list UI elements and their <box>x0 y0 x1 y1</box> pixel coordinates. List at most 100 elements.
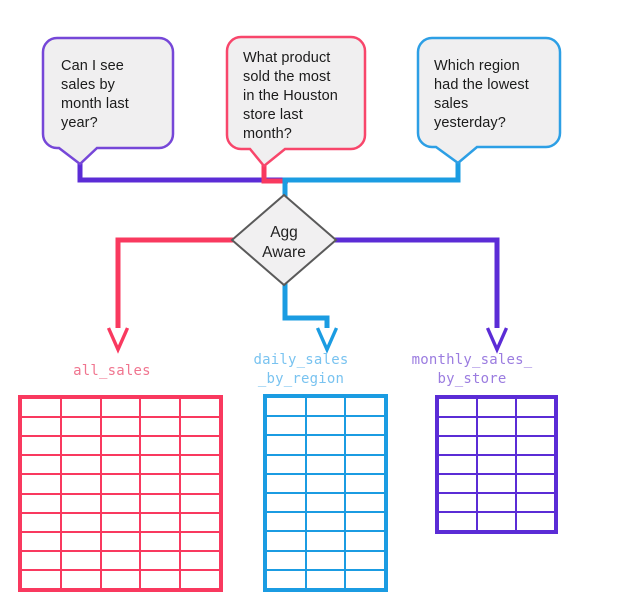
table-cell <box>346 513 384 531</box>
table-cell <box>346 436 384 454</box>
table-all-sales <box>18 395 223 592</box>
table-cell <box>478 437 515 454</box>
table-cell <box>517 399 554 416</box>
table-cell <box>439 494 476 511</box>
table-cell <box>101 513 140 531</box>
table-cell <box>22 475 60 493</box>
table-cell <box>181 418 219 436</box>
table-cell <box>181 437 219 455</box>
question2-line: What product <box>243 50 331 66</box>
table-cell <box>141 532 180 550</box>
agg-aware-label-line: Agg <box>270 224 298 241</box>
question2-line: store last <box>243 107 303 123</box>
table-label-daily-sales-by-region: daily_sales _by_region <box>216 351 386 388</box>
table-daily-sales-by-region <box>263 394 388 592</box>
table-cell <box>478 513 515 530</box>
table-cell <box>517 437 554 454</box>
table-cell <box>267 436 305 454</box>
table-cell <box>22 551 60 569</box>
table-cell <box>306 551 345 569</box>
speech-bubble-question1 <box>41 36 175 166</box>
table-cell <box>181 551 219 569</box>
arrowhead-down-blue-icon <box>315 327 339 354</box>
table-cell <box>346 551 384 569</box>
table-cell <box>306 436 345 454</box>
table-cell <box>267 513 305 531</box>
table-label-line: monthly_sales_ <box>411 352 533 368</box>
table-cell <box>22 570 60 588</box>
table-cell <box>346 474 384 492</box>
table-cell <box>517 475 554 492</box>
table-cell <box>61 399 100 417</box>
question1-line: Can I see <box>61 58 124 74</box>
table-cell <box>101 551 140 569</box>
table-monthly-sales-by-store <box>435 395 558 534</box>
connector-to-monthly-sales <box>335 237 500 329</box>
table-cell <box>267 551 305 569</box>
table-cell <box>306 532 345 550</box>
table-cell <box>439 418 476 435</box>
question1-text: Can I see sales by month last year? <box>61 57 129 133</box>
table-cell <box>61 437 100 455</box>
table-cell <box>439 475 476 492</box>
table-cell <box>478 456 515 473</box>
table-cell <box>346 417 384 435</box>
table-cell <box>306 570 345 588</box>
table-cell <box>181 532 219 550</box>
table-cell <box>61 494 100 512</box>
table-cell <box>141 570 180 588</box>
table-cell <box>101 399 140 417</box>
question3-text: Which region had the lowest sales yester… <box>434 57 529 133</box>
connector-to-daily-sales <box>282 282 330 329</box>
table-cell <box>22 418 60 436</box>
table-cell <box>478 418 515 435</box>
table-cell <box>101 418 140 436</box>
arrowhead-down-purple-icon <box>485 327 509 354</box>
question2-line: in the Houston <box>243 88 338 104</box>
table-cell <box>141 418 180 436</box>
question1-line: sales by <box>61 77 115 93</box>
table-cell <box>181 475 219 493</box>
table-cell <box>267 474 305 492</box>
table-cell <box>61 456 100 474</box>
table-cell <box>22 532 60 550</box>
table-cell <box>101 494 140 512</box>
table-label-line: daily_sales <box>253 352 349 368</box>
table-cell <box>267 455 305 473</box>
table-cell <box>439 456 476 473</box>
table-cell <box>22 456 60 474</box>
question1-line: month last <box>61 96 129 112</box>
table-cell <box>517 456 554 473</box>
table-cell <box>346 570 384 588</box>
table-cell <box>141 513 180 531</box>
connector-question2-pink <box>261 162 288 184</box>
table-label-all-sales: all_sales <box>27 362 197 381</box>
connector-question1-purple <box>77 160 288 183</box>
table-cell <box>267 417 305 435</box>
table-label-line: _by_region <box>257 370 345 387</box>
question2-text: What product sold the most in the Housto… <box>243 49 338 144</box>
question3-line: Which region <box>434 58 520 74</box>
table-cell <box>141 551 180 569</box>
table-cell <box>61 532 100 550</box>
table-cell <box>61 418 100 436</box>
table-cell <box>101 437 140 455</box>
table-cell <box>61 513 100 531</box>
table-cell <box>22 513 60 531</box>
question3-line: sales <box>434 96 469 112</box>
table-cell <box>306 398 345 416</box>
table-cell <box>346 532 384 550</box>
table-cell <box>101 456 140 474</box>
table-cell <box>141 475 180 493</box>
table-cell <box>101 532 140 550</box>
speech-bubble-question3 <box>416 36 562 165</box>
table-cell <box>306 494 345 512</box>
table-cell <box>141 437 180 455</box>
agg-aware-label-line: Aware <box>262 243 306 261</box>
table-cell <box>439 437 476 454</box>
table-cell <box>181 456 219 474</box>
question1-line: year? <box>61 115 98 131</box>
table-cell <box>306 455 345 473</box>
table-cell <box>22 399 60 417</box>
